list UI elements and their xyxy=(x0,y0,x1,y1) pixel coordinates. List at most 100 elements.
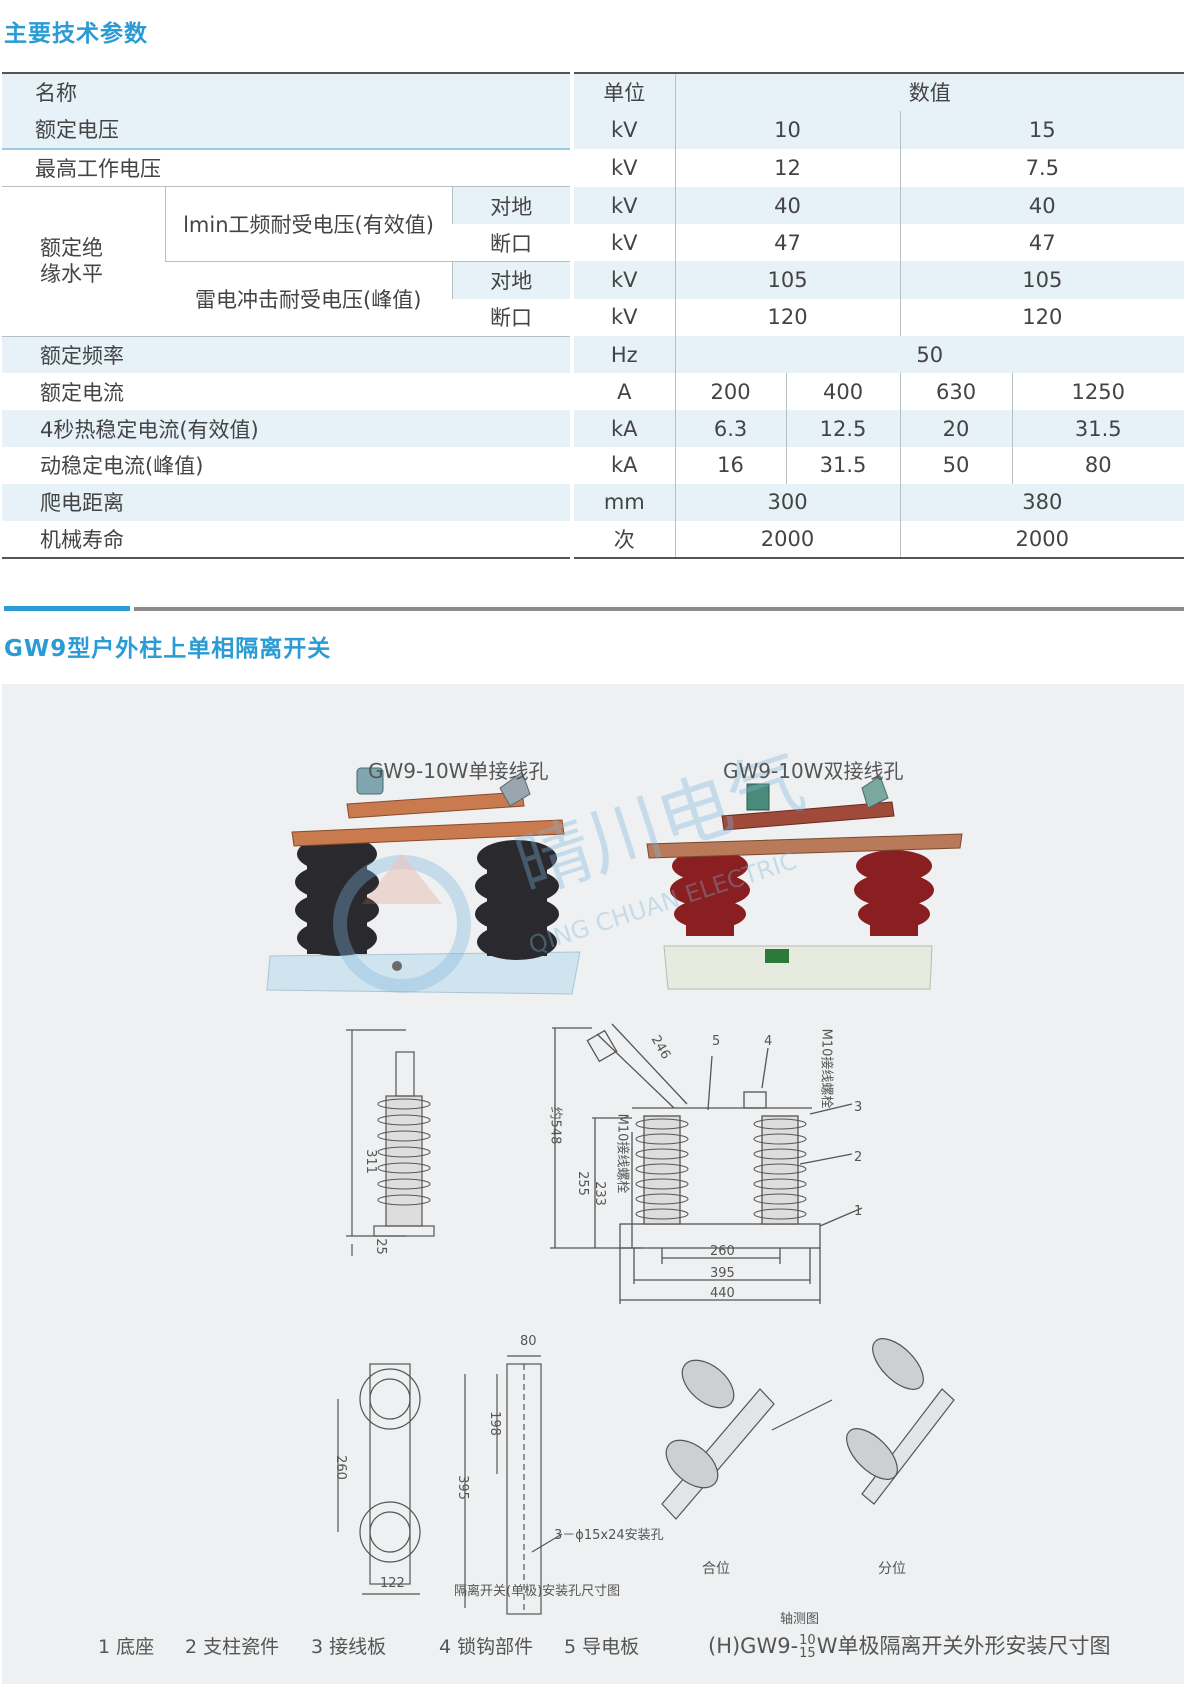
photo-double-hole xyxy=(646,775,963,990)
ins-unit-2: kV xyxy=(570,224,676,262)
dim-25: 25 xyxy=(372,1238,388,1255)
table-row: 断口 kV 120 120 xyxy=(2,298,1184,337)
ins-v1-3: 105 xyxy=(674,261,901,299)
table-header-row: 名称 单位 数值 xyxy=(2,72,1184,111)
header-name: 名称 xyxy=(2,72,573,111)
lightning-label: 雷电冲击耐受电压(峰值) xyxy=(165,261,452,337)
dynamic-v3: 50 xyxy=(899,446,1013,484)
max-voltage-label: 最高工作电压 xyxy=(35,156,161,181)
table-row: 断口 kV 47 47 xyxy=(2,224,1184,262)
main-caption-suffix: W单极隔离开关外形安装尺寸图 xyxy=(816,1634,1111,1658)
dim-198: 198 xyxy=(486,1411,502,1436)
dim-2: 2 xyxy=(854,1150,863,1165)
photo2-caption: GW9-10W双接线孔 xyxy=(723,759,904,783)
current-v2: 400 xyxy=(785,373,901,411)
ins-v1-4: 120 xyxy=(674,298,901,337)
ins-v2-3: 105 xyxy=(899,261,1184,299)
frequency-value: 50 xyxy=(674,336,1184,374)
life-unit: 次 xyxy=(570,520,676,560)
legend-item-lock: 4 锁钩部件 xyxy=(439,1636,534,1658)
section-title-specs: 主要技术参数 xyxy=(4,21,148,47)
divider-line xyxy=(134,607,1184,611)
current-v1: 200 xyxy=(674,373,787,411)
frequency-unit: Hz xyxy=(570,336,676,374)
max-voltage-v2: 7.5 xyxy=(899,148,1184,187)
dim-395: 395 xyxy=(710,1266,735,1281)
dim-m10-top: M10接线螺栓 xyxy=(818,1028,834,1109)
thermal-label: 4秒热稳定电流(有效值) xyxy=(2,410,573,447)
frequency-label: 额定频率 xyxy=(2,336,573,374)
creepage-unit: mm xyxy=(570,483,676,521)
life-v2: 2000 xyxy=(899,520,1184,560)
isometric-drawing xyxy=(661,1338,955,1520)
thermal-v2: 12.5 xyxy=(785,410,901,447)
isometric-caption: 轴测图 xyxy=(780,1612,820,1627)
legend-item-insulator: 2 支柱瓷件 xyxy=(185,1636,280,1658)
table-row: 额定电流 A 200 400 630 1250 xyxy=(2,373,1184,411)
current-label: 额定电流 xyxy=(40,380,124,405)
thermal-v4: 31.5 xyxy=(1011,410,1184,447)
divider-accent xyxy=(4,606,130,611)
caption-sub: 15 xyxy=(799,1646,816,1661)
caption-sup: 10 xyxy=(799,1633,816,1648)
table-row: 额定电压 kV 10 15 xyxy=(2,110,1184,150)
ins-v1-1: 40 xyxy=(674,186,901,225)
dim-4: 4 xyxy=(764,1034,773,1049)
legend-item-terminal: 3 接线板 xyxy=(311,1636,387,1658)
current-unit: A xyxy=(570,373,676,411)
legend-item-base: 1 底座 xyxy=(98,1636,155,1658)
rated-voltage-unit: kV xyxy=(570,110,676,149)
plan-view-drawing xyxy=(337,1355,563,1615)
table-row: 爬电距离 mm 300 380 xyxy=(2,483,1184,521)
thermal-v1: 6.3 xyxy=(674,410,787,447)
life-v1: 2000 xyxy=(674,520,901,560)
dim-3: 3 xyxy=(854,1100,863,1115)
creepage-v1: 300 xyxy=(674,483,901,521)
life-label: 机械寿命 xyxy=(2,520,573,560)
main-caption-prefix: (H)GW9- xyxy=(708,1634,799,1658)
dim-1: 1 xyxy=(854,1204,863,1219)
table-row: 动稳定电流(峰值) kA 16 31.5 50 80 xyxy=(2,446,1184,484)
dim-395b: 395 xyxy=(454,1475,470,1500)
dynamic-unit: kA xyxy=(570,446,676,484)
table-row: 最高工作电压 kV 12 7.5 xyxy=(2,148,1184,187)
table-row: 机械寿命 次 2000 2000 xyxy=(2,520,1184,560)
to-ground-label: 对地 xyxy=(451,186,573,225)
thermal-v3: 20 xyxy=(899,410,1013,447)
dim-548: 约548 xyxy=(547,1106,563,1145)
current-v3: 630 xyxy=(899,373,1013,411)
header-value: 数值 xyxy=(674,72,1184,111)
section-title-product: GW9型户外柱上单相隔离开关 xyxy=(4,636,332,662)
creepage-v2: 380 xyxy=(899,483,1184,521)
ins-unit-4: kV xyxy=(570,298,676,337)
insulation-group-label: 额定绝缘水平 xyxy=(2,186,165,337)
current-v4: 1250 xyxy=(1011,373,1184,411)
to-ground-label-2: 对地 xyxy=(451,260,573,299)
dim-255: 255 xyxy=(574,1171,590,1196)
side-view-drawing xyxy=(346,1029,435,1256)
table-row: 额定频率 Hz 50 xyxy=(2,336,1184,374)
dynamic-v1: 16 xyxy=(674,446,787,484)
insulation-group-text: 额定绝缘水平 xyxy=(40,236,103,287)
ins-unit-3: kV xyxy=(570,261,676,299)
ins-v2-2: 47 xyxy=(899,224,1184,262)
dynamic-label: 动稳定电流(峰值) xyxy=(40,454,204,479)
header-unit: 单位 xyxy=(570,72,676,111)
creepage-label: 爬电距离 xyxy=(2,483,573,521)
break-label: 断口 xyxy=(490,231,533,256)
elevation-drawing xyxy=(550,1023,863,1304)
dim-260b: 260 xyxy=(332,1455,348,1480)
table-row: 雷电冲击耐受电压(峰值) 对地 kV 105 105 xyxy=(2,260,1184,337)
rated-voltage-label: 额定电压 xyxy=(2,110,573,150)
drawing-art: 晴川电气 QING CHUAN ELECTRIC xyxy=(266,738,963,1615)
thermal-unit: kA xyxy=(570,410,676,447)
table-row: 4秒热稳定电流(有效值) kA 6.3 12.5 20 31.5 xyxy=(2,410,1184,447)
photo-single-hole xyxy=(266,767,581,995)
open-position-label: 分位 xyxy=(878,1561,906,1577)
dynamic-v4: 80 xyxy=(1011,446,1184,484)
dim-holes: 3－ϕ15x24安装孔 xyxy=(554,1528,664,1543)
closed-position-label: 合位 xyxy=(702,1561,730,1577)
drawing-panel: 晴川电气 QING CHUAN ELECTRIC xyxy=(2,684,1184,1684)
max-voltage-v1: 12 xyxy=(674,148,901,187)
dim-440: 440 xyxy=(710,1286,735,1301)
